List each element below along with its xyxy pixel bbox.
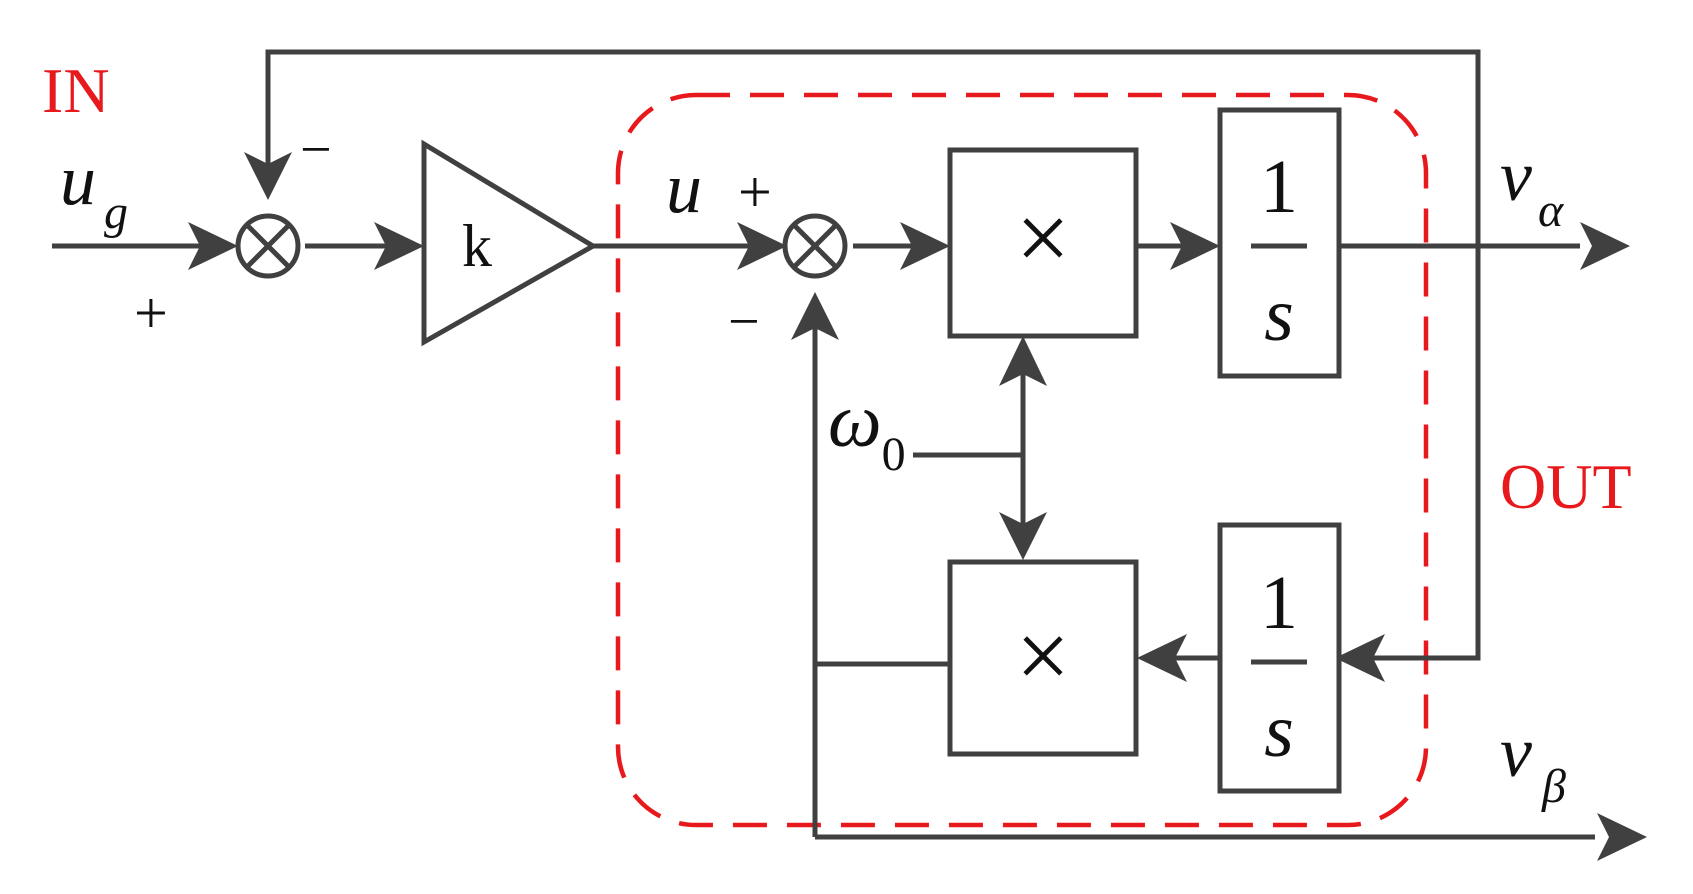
arrow-int1-in — [1170, 222, 1220, 270]
integrator-top-denominator: s — [1264, 273, 1294, 357]
arrow-omega-down — [999, 512, 1047, 560]
integrator-bottom-numerator: 1 — [1260, 561, 1298, 645]
arrow-mult1-in — [900, 222, 950, 270]
label-out: OUT — [1500, 451, 1632, 522]
arrow-gain-in — [374, 222, 424, 270]
arrow-valpha-out — [1580, 222, 1630, 270]
label-omega: ω0 — [828, 379, 906, 481]
arrow-feedback-minus — [244, 152, 292, 200]
summing-junction-1 — [235, 213, 301, 279]
multiplier-symbol-bottom: × — [1016, 602, 1070, 709]
gain-block — [421, 139, 598, 347]
multiplier-block-bottom — [947, 559, 1139, 757]
arrow-int2-in — [1335, 634, 1385, 682]
arrow-vbeta-out — [1597, 813, 1647, 861]
multiplier-symbol-top: × — [1016, 184, 1070, 291]
wire-feedback-lower — [1345, 246, 1481, 661]
label-inner-signal: u — [666, 148, 702, 228]
summing-junction-2 — [782, 213, 848, 279]
sign-plus-sum1: + — [134, 280, 168, 346]
arrowheads — [188, 152, 1647, 861]
arrow-feedback-beta — [791, 292, 839, 340]
wires — [52, 49, 1595, 840]
arrow-omega-up — [999, 336, 1047, 386]
sign-minus-sum1: − — [300, 119, 332, 181]
multiplier-block-top — [947, 147, 1139, 339]
wire-feedback-top — [265, 49, 1481, 246]
integrator-bottom-denominator: s — [1264, 689, 1294, 773]
integrator-top-numerator: 1 — [1260, 145, 1298, 229]
arrow-u-in — [737, 222, 787, 270]
arrow-mult2-in — [1137, 634, 1187, 682]
integrator-block-top — [1217, 107, 1342, 379]
sign-plus-sum2: + — [738, 159, 772, 225]
sign-minus-sum2: − — [728, 291, 760, 353]
highlight-region — [615, 92, 1429, 828]
arrow-input — [188, 222, 238, 270]
gain-label: k — [462, 213, 492, 279]
integrator-block-bottom — [1217, 522, 1342, 794]
label-in: IN — [42, 55, 110, 126]
